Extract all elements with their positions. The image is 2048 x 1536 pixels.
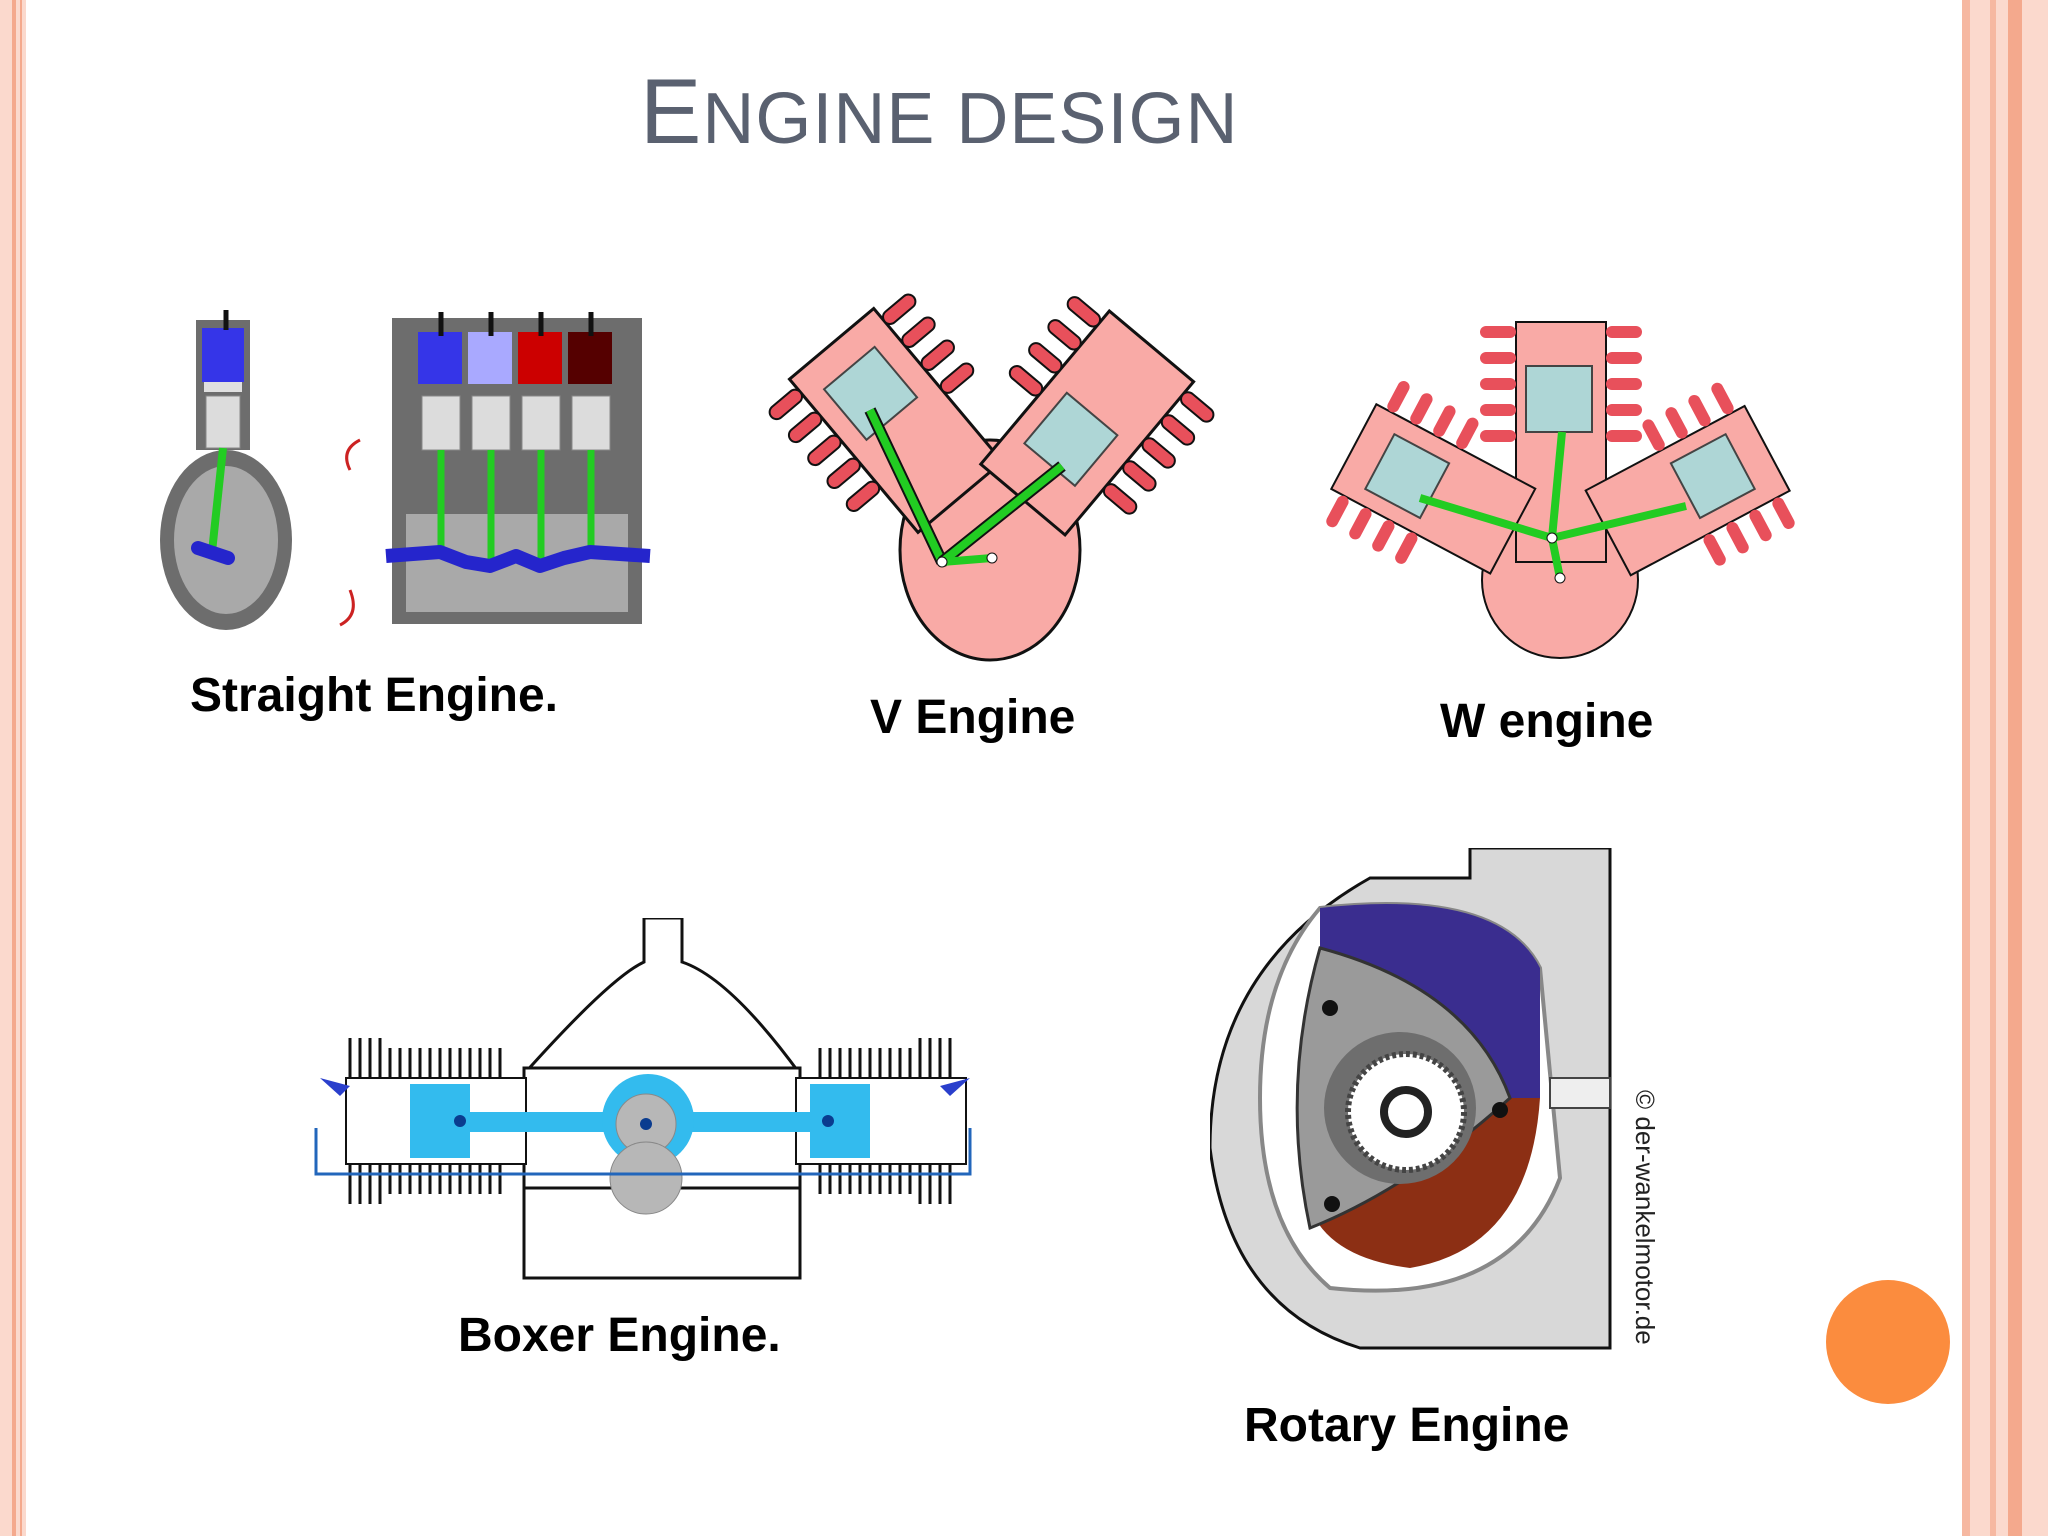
v-engine-diagram (768, 293, 1215, 662)
rotary-engine-diagram (1210, 848, 1612, 1350)
page-title: ENGINE DESIGN (640, 61, 1239, 163)
straight-engine-diagram (160, 310, 651, 630)
copyright-watermark: © der-wankelmotor.de (1630, 1090, 1660, 1345)
rotary-engine-label: Rotary Engine (1244, 1399, 1570, 1452)
w-engine-label: W engine (1440, 695, 1654, 748)
boxer-engine-label: Boxer Engine. (458, 1309, 781, 1362)
left-border-decoration (0, 0, 26, 1536)
v-engine-label: V Engine (870, 691, 1076, 744)
straight-engine-label: Straight Engine. (190, 669, 559, 722)
accent-circle (1826, 1280, 1950, 1404)
right-border-decoration (1962, 0, 2048, 1536)
w-engine-diagram (1326, 321, 1795, 659)
boxer-engine-diagram (314, 918, 972, 1280)
